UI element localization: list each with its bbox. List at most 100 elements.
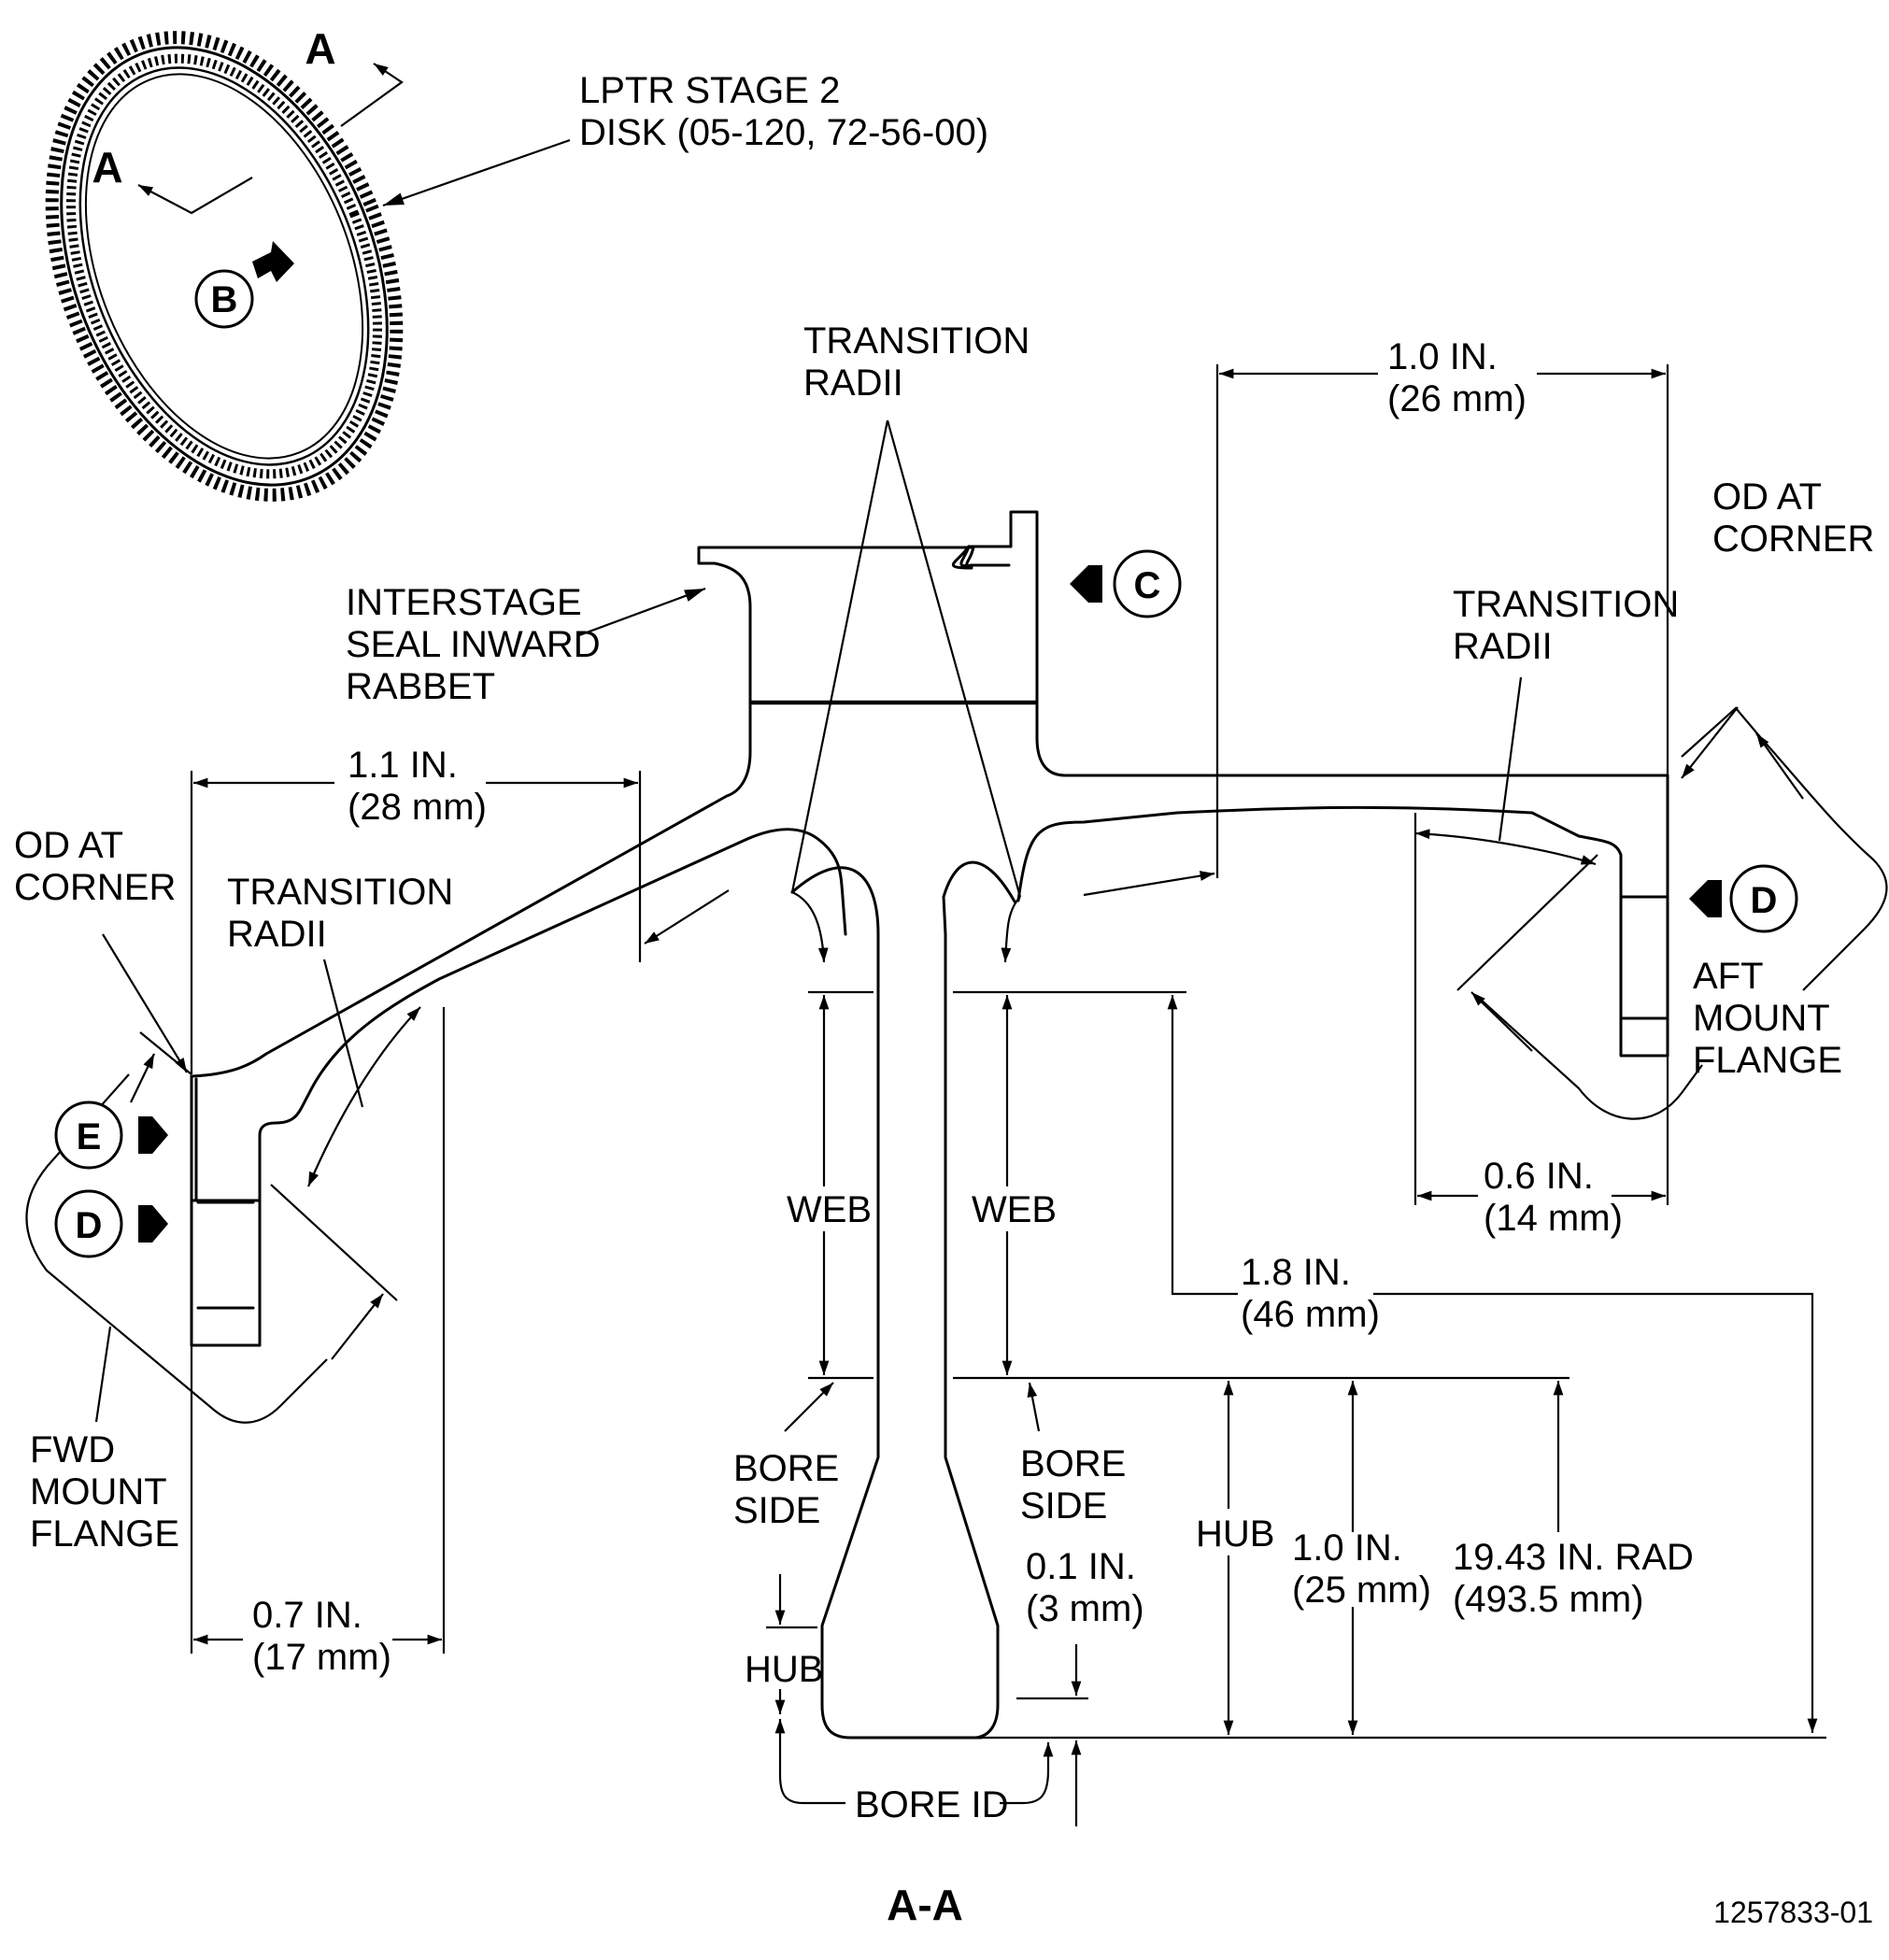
aft-flange-hole	[1619, 895, 1669, 1020]
web-label-right: WEB	[972, 1189, 1057, 1230]
od-corner-right-line1: OD AT	[1712, 476, 1822, 518]
web-label-left: WEB	[787, 1189, 872, 1230]
dim-0-6-mm: (14 mm)	[1484, 1198, 1623, 1239]
bore-side-left-leader	[784, 1382, 834, 1432]
dim-1-8-line-right	[1373, 1292, 1818, 1733]
seal-rabbet-outline	[951, 545, 973, 570]
interstage-seal-leader	[578, 587, 706, 637]
web-aft-face	[942, 860, 1016, 1740]
figure-number: 1257833-01	[1713, 1896, 1873, 1929]
transition-radii-center-arrow-left	[791, 890, 829, 963]
view-b-letter: B	[211, 279, 238, 320]
disk-outer-ring	[60, 46, 389, 487]
aft-flange-leader	[1681, 1064, 1703, 1094]
bore-id-right	[1000, 1742, 1054, 1805]
transition-radii-center-arrow-right	[1001, 896, 1021, 963]
fwd-flange-line2: MOUNT	[30, 1471, 167, 1513]
aft-flange-loop-lower	[1480, 999, 1683, 1120]
aft-flange-loop	[1681, 706, 1888, 991]
disk-isometric: A A B LPTR STAGE 2 DISK (05-120, 72-56-0…	[45, 24, 988, 502]
fwd-flange-extent-line	[270, 1184, 398, 1301]
dim-radius-in: 19.43 IN. RAD	[1453, 1537, 1694, 1578]
view-e-callout	[54, 1101, 123, 1170]
hub-label-left: HUB	[745, 1649, 823, 1690]
od-corner-right-leader	[1681, 706, 1739, 779]
bore-side-left-line2: SIDE	[733, 1490, 820, 1531]
section-letter-left: A	[92, 143, 122, 192]
interstage-seal-line2: SEAL INWARD	[346, 624, 601, 665]
interstage-seal-line3: RABBET	[346, 666, 495, 707]
bore-side-right-line1: BORE	[1020, 1443, 1126, 1484]
dim-0-7-mm: (17 mm)	[252, 1637, 391, 1678]
disk-label-line2: DISK (05-120, 72-56-00)	[579, 112, 988, 153]
view-e-letter: E	[77, 1116, 102, 1158]
dim-0-6-in: 0.6 IN.	[1484, 1156, 1594, 1197]
transition-radii-left-line1: TRANSITION	[227, 872, 453, 913]
aft-flange-line1: AFT	[1693, 956, 1764, 997]
dimension-lines	[25, 364, 1888, 1826]
transition-radii-right-leader	[1498, 676, 1523, 842]
dim-1-8-line	[1167, 995, 1238, 1296]
od-corner-left-line2: CORNER	[14, 867, 176, 908]
view-d-left-callout	[54, 1189, 123, 1258]
view-d-right-arrow-icon	[1689, 880, 1722, 917]
view-b-arrow-icon	[252, 241, 294, 282]
view-b-callout	[194, 269, 254, 329]
bore-side-right-line2: SIDE	[1020, 1485, 1107, 1527]
fwd-flange-line3: FLANGE	[30, 1513, 179, 1555]
disk-leader	[382, 138, 571, 207]
view-d-left-arrow-icon	[138, 1205, 168, 1243]
view-e-arrow-icon	[138, 1116, 168, 1154]
fwd-flange-hole	[190, 1199, 262, 1347]
od-corner-left-tick	[139, 1031, 192, 1075]
dim-1-8-in: 1.8 IN.	[1241, 1252, 1351, 1293]
dim-0-1-in: 0.1 IN.	[1026, 1546, 1136, 1587]
transition-radii-center-line2: RADII	[803, 362, 903, 404]
labels: TRANSITION RADII TRANSITION RADII TRANSI…	[14, 320, 1874, 1929]
section-title: A-A	[887, 1881, 963, 1929]
disk-outer-rim	[45, 31, 404, 502]
bore-id-left	[774, 1719, 845, 1805]
web-forward-face	[790, 866, 983, 1740]
section-letter-top: A	[305, 24, 335, 73]
disk-mid-ring	[66, 53, 382, 479]
section-cut-line-lower	[137, 177, 253, 215]
interstage-seal-line1: INTERSTAGE	[346, 582, 582, 623]
disk-inner-ring	[78, 66, 370, 466]
view-d-left-letter: D	[76, 1205, 103, 1246]
view-c-arrow-icon	[1070, 565, 1102, 603]
dim-1-0-top-in: 1.0 IN.	[1387, 336, 1498, 377]
bore-side-left-line1: BORE	[733, 1448, 839, 1489]
dim-1-0-hub-mm: (25 mm)	[1292, 1569, 1431, 1611]
transition-radii-left-line2: RADII	[227, 914, 327, 955]
transition-radii-right-line1: TRANSITION	[1453, 584, 1679, 625]
bore-side-right-leader	[1027, 1382, 1041, 1432]
dim-0-7-in: 0.7 IN.	[252, 1595, 362, 1636]
view-c-callout	[1113, 549, 1182, 618]
section-cut-line-upper	[340, 63, 404, 127]
dim-1-1-pointer	[644, 889, 730, 944]
bore-id-label: BORE ID	[855, 1784, 1008, 1825]
transition-radii-left-arc	[306, 1006, 421, 1187]
dim-1-0-hub-in: 1.0 IN.	[1292, 1527, 1402, 1569]
dim-1-1-in: 1.1 IN.	[348, 745, 458, 786]
aft-flange-extent-line	[1456, 854, 1598, 991]
transition-radii-center-line1: TRANSITION	[803, 320, 1030, 362]
seal-block-outline	[959, 510, 1669, 777]
disk-bore-ring	[84, 73, 364, 460]
od-corner-left-leader	[102, 933, 188, 1073]
dim-1-0-top-mm: (26 mm)	[1387, 378, 1527, 419]
dim-0-1-mm: (3 mm)	[1026, 1588, 1144, 1629]
aft-flange-loop-arrow2	[1470, 991, 1533, 1052]
od-corner-left-line1: OD AT	[14, 825, 123, 866]
fwd-flange-loop	[25, 1073, 328, 1424]
transition-radii-right-line2: RADII	[1453, 626, 1553, 667]
aft-flange-line3: FLANGE	[1693, 1040, 1842, 1081]
view-c-letter: C	[1134, 565, 1161, 606]
view-d-right-letter: D	[1751, 880, 1778, 921]
view-d-right-callout	[1729, 864, 1798, 933]
dim-1-1-mm: (28 mm)	[348, 787, 487, 828]
fwd-flange-extent-arrow	[331, 1293, 384, 1360]
od-corner-left-arrow	[130, 1053, 155, 1103]
